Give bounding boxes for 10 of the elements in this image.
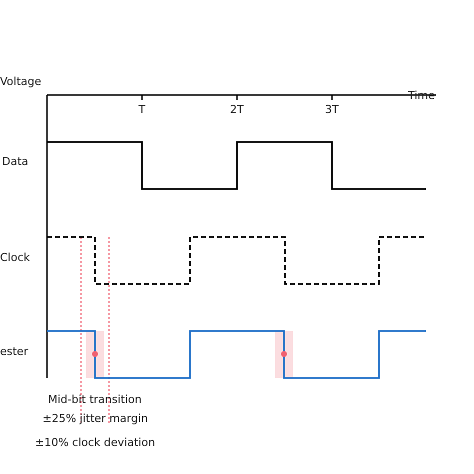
tick-label: 2T [230, 103, 244, 116]
row-label: Clock [0, 251, 30, 264]
annotation-text: ±10% clock deviation [35, 436, 156, 449]
axis-label: Voltage [0, 75, 42, 88]
row-label: ester [0, 345, 28, 358]
annotation-text: Mid-bit transition [48, 393, 142, 406]
tick-label: 3T [325, 103, 339, 116]
tick-label: T [138, 103, 146, 116]
annotation-text: ±25% jitter margin [42, 412, 148, 425]
row-label: Data [2, 155, 28, 168]
